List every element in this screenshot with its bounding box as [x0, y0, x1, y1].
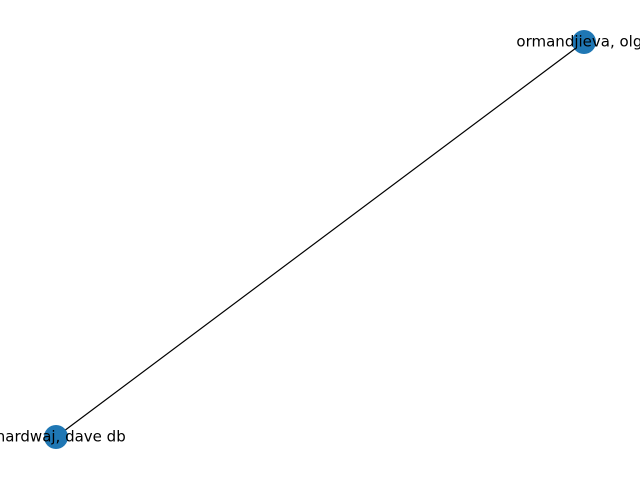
- labels-layer: ormandjieva, olga bhardwaj, dave db: [0, 33, 640, 446]
- node-label-bhardwaj: bhardwaj, dave db: [0, 428, 126, 446]
- edge-ormandjieva-bhardwaj: [55, 41, 585, 438]
- node-bhardwaj[interactable]: [44, 425, 68, 449]
- edges-layer: [55, 41, 585, 438]
- node-label-ormandjieva: ormandjieva, olga: [516, 33, 640, 51]
- node-ormandjieva[interactable]: [572, 30, 596, 54]
- nodes-layer: [44, 30, 596, 449]
